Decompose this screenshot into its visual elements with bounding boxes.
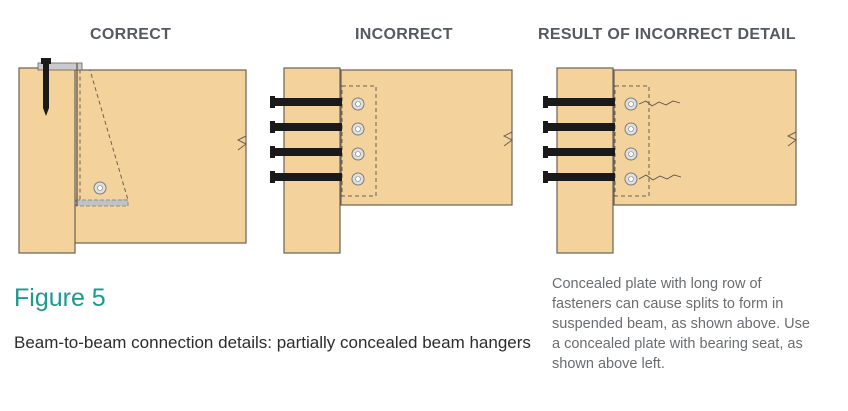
incorrect-bolt: [272, 98, 342, 106]
incorrect-fastener-core: [355, 151, 361, 157]
incorrect-bolt: [272, 148, 342, 156]
correct-top-flange: [37, 62, 83, 71]
incorrect-bolt-head: [270, 121, 275, 133]
result-fastener-core: [628, 101, 634, 107]
incorrect-bolt-head: [270, 96, 275, 108]
result-split-crack-bottom: [638, 174, 682, 181]
panel-title-incorrect: INCORRECT: [355, 26, 453, 43]
correct-seat-fastener-core: [97, 185, 103, 191]
incorrect-bolt-head: [270, 146, 275, 158]
correct-screw-head: [41, 58, 51, 64]
result-fastener-core: [628, 151, 634, 157]
result-bolt-head: [543, 96, 548, 108]
note-line: shown above left.: [552, 356, 665, 372]
result-header-beam: [556, 67, 614, 254]
incorrect-header-beam: [283, 67, 341, 254]
correct-screw-shank: [43, 64, 49, 108]
result-bolt: [545, 123, 615, 131]
panel-title-correct: CORRECT: [90, 26, 172, 43]
figure-caption: Beam-to-beam connection details: partial…: [14, 333, 531, 352]
note-line: a concealed plate with bearing seat, as: [552, 336, 803, 352]
result-bolt: [545, 98, 615, 106]
incorrect-bolt-row: [270, 96, 342, 183]
incorrect-detail: [270, 67, 513, 254]
incorrect-bolt: [272, 123, 342, 131]
result-note: Concealed plate with long row of fastene…: [552, 274, 842, 374]
result-bolt-head: [543, 146, 548, 158]
note-line: Concealed plate with long row of: [552, 276, 762, 292]
incorrect-fastener-core: [355, 176, 361, 182]
result-detail: [543, 67, 797, 254]
note-line: suspended beam, as shown above. Use: [552, 316, 810, 332]
panel-title-result: RESULT OF INCORRECT DETAIL: [538, 26, 796, 43]
result-bolt-head: [543, 121, 548, 133]
result-fastener-core: [628, 126, 634, 132]
incorrect-fastener-row: [351, 97, 365, 186]
result-supported-beam: [613, 69, 797, 206]
correct-bearing-seat: [75, 199, 129, 207]
result-bolt-row: [543, 96, 615, 183]
result-split-crack-top: [638, 100, 681, 107]
correct-supported-beam: [73, 69, 247, 244]
correct-break-line: [236, 135, 247, 151]
result-bolt: [545, 173, 615, 181]
result-fastener-row: [624, 97, 638, 186]
result-break-line: [786, 131, 797, 147]
incorrect-supported-beam: [340, 69, 513, 206]
result-fastener-core: [628, 176, 634, 182]
correct-detail: [18, 58, 247, 254]
note-line: fasteners can cause splits to form in: [552, 296, 784, 312]
result-bolt: [545, 148, 615, 156]
incorrect-bolt: [272, 173, 342, 181]
incorrect-fastener-core: [355, 126, 361, 132]
incorrect-break-line: [502, 131, 513, 147]
correct-screw-tip: [43, 108, 49, 116]
result-bolt-head: [543, 171, 548, 183]
incorrect-concealed-plate: [341, 85, 377, 197]
incorrect-fastener-core: [355, 101, 361, 107]
result-concealed-plate: [614, 85, 650, 197]
figure-label: Figure 5: [14, 284, 106, 312]
incorrect-bolt-head: [270, 171, 275, 183]
